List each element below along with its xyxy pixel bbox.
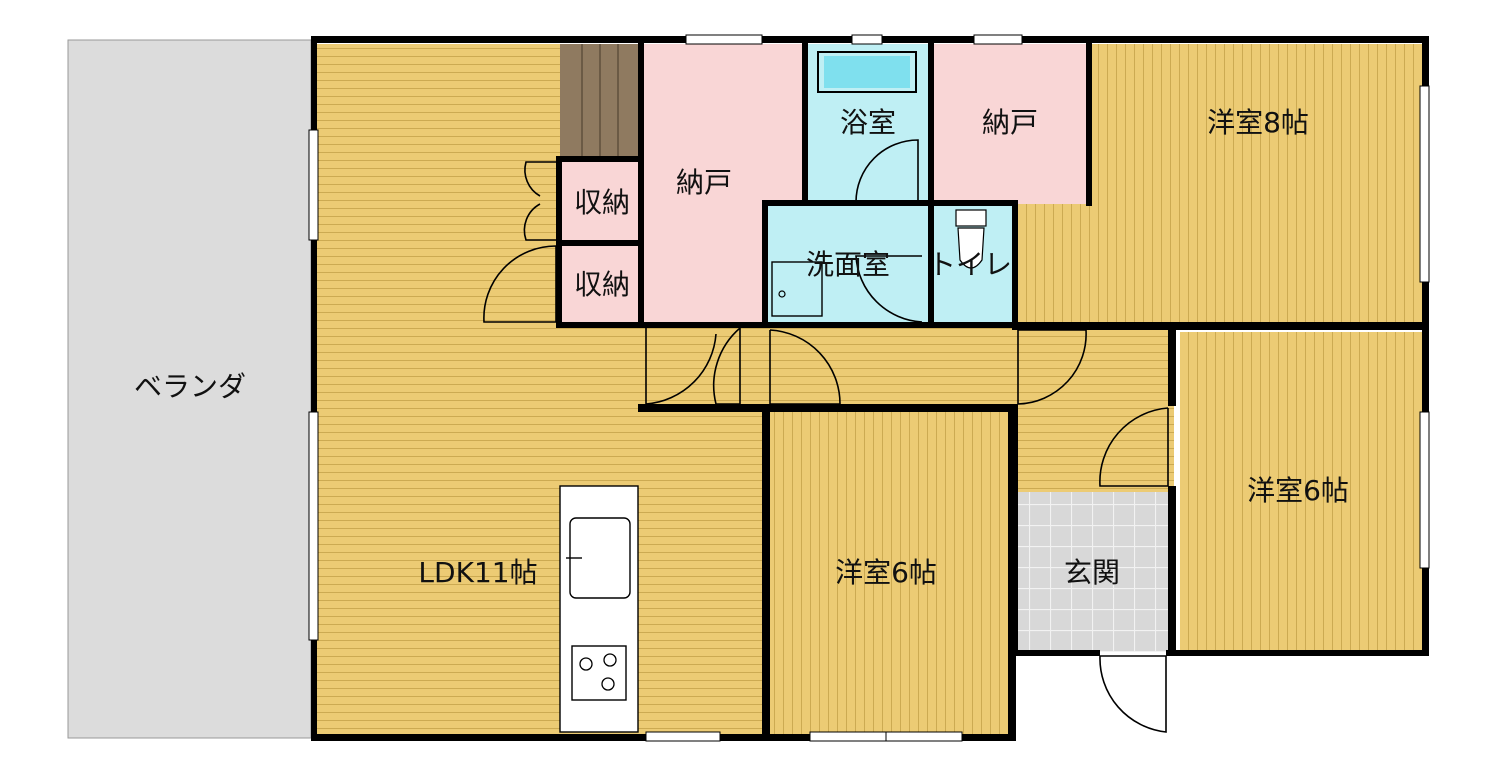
veranda-label: ベランダ [134,370,246,403]
ldk-label: LDK11帖 [418,556,537,589]
western8-label: 洋室8帖 [1207,106,1309,139]
western6-center-label: 洋室6帖 [835,556,937,589]
veranda-area [67,39,312,739]
storage-lower-label: 収納 [574,268,630,301]
kitchen-counter [559,485,639,733]
bath-label: 浴室 [840,106,896,139]
stairs [560,44,638,158]
storage-upper [560,162,638,242]
windows [308,34,1430,742]
hallway-lower [1018,408,1174,492]
storage-upper-label: 収納 [574,186,630,219]
western6-center-floor [770,412,1008,736]
western6-right-label: 洋室6帖 [1247,474,1349,507]
toilet-label: トイレ [928,248,1012,281]
hallway-floor [642,328,1174,408]
nando-right-label: 納戸 [982,106,1038,139]
doors [483,139,1169,733]
wash-label: 洗面室 [806,248,890,281]
western6-right-floor [1180,332,1424,652]
washbasin [771,261,823,317]
storage-lower [560,246,638,324]
toilet-bowl [955,209,987,269]
genkan-floor [1018,492,1170,652]
nando-left-label: 納戸 [676,166,732,199]
stove [571,645,627,701]
genkan-label: 玄関 [1064,556,1120,589]
